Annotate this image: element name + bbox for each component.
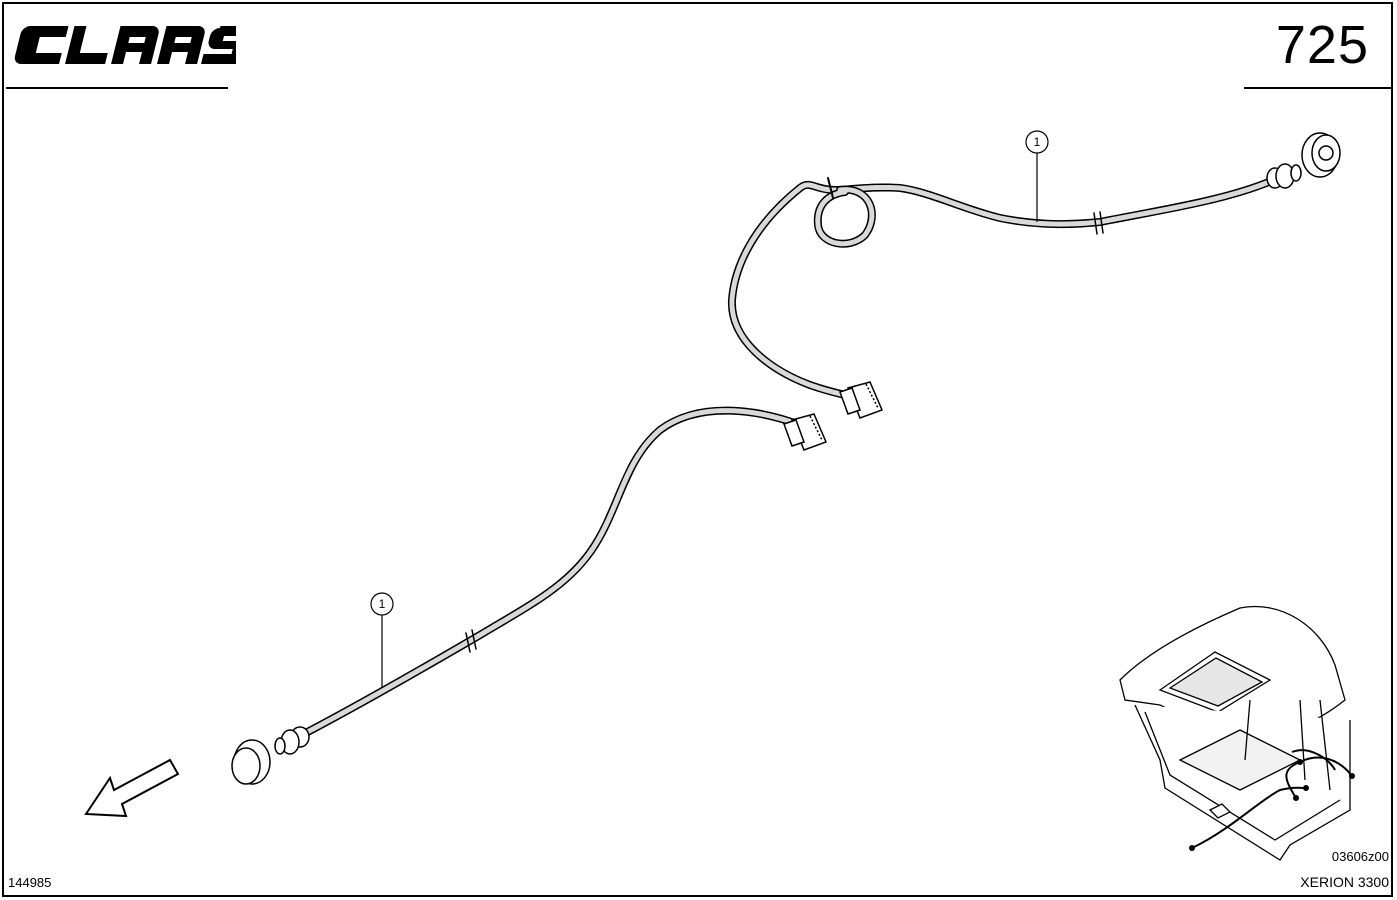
cab-locator-inset [1119,606,1351,861]
lower-round-connector [274,726,310,755]
upper-mounting-nut [1301,132,1341,178]
lower-flat-connector [783,413,828,451]
drawing-id: 144985 [8,875,52,890]
callout-1-upper [1025,130,1049,222]
lower-harness-cable [292,406,804,742]
upper-round-connector [1266,163,1302,189]
page-number: 725 [1275,15,1369,75]
model-name: XERION 3300 [1300,874,1389,890]
callout-1-lower [370,592,394,688]
logo-underline [6,87,228,89]
upper-flat-connector [839,381,884,419]
lower-cap [231,739,271,785]
page-number-underline [1244,87,1393,89]
claas-logo [14,26,236,64]
image-code: 03606z00 [1331,849,1389,864]
direction-arrow-icon [84,758,180,818]
callout-1-upper-label: 1 [1034,135,1041,149]
upper-harness-cable [727,174,1282,402]
callout-1-lower-label: 1 [379,597,386,611]
